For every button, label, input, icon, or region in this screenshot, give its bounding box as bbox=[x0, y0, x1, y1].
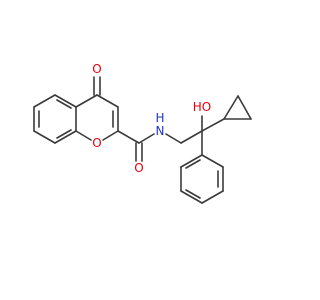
amide-group bbox=[117, 130, 182, 162]
structure-canvas: O O O H N HO bbox=[33, 62, 252, 204]
carbinol-cyclopropyl bbox=[180, 95, 252, 144]
atom-label-h-amide: H bbox=[155, 111, 164, 125]
atom-label-n: N bbox=[156, 124, 165, 138]
benzo-ring bbox=[33, 94, 77, 144]
phenyl-ring bbox=[180, 130, 224, 204]
atom-label-o-ketone: O bbox=[92, 62, 101, 76]
molecule-drawing: O O O H N HO bbox=[33, 62, 252, 204]
atom-label-o-amide: O bbox=[134, 161, 143, 175]
atom-label-o-ring: O bbox=[92, 136, 101, 150]
atom-label-hydroxyl: HO bbox=[193, 100, 211, 114]
pyranone-ring bbox=[75, 76, 119, 141]
